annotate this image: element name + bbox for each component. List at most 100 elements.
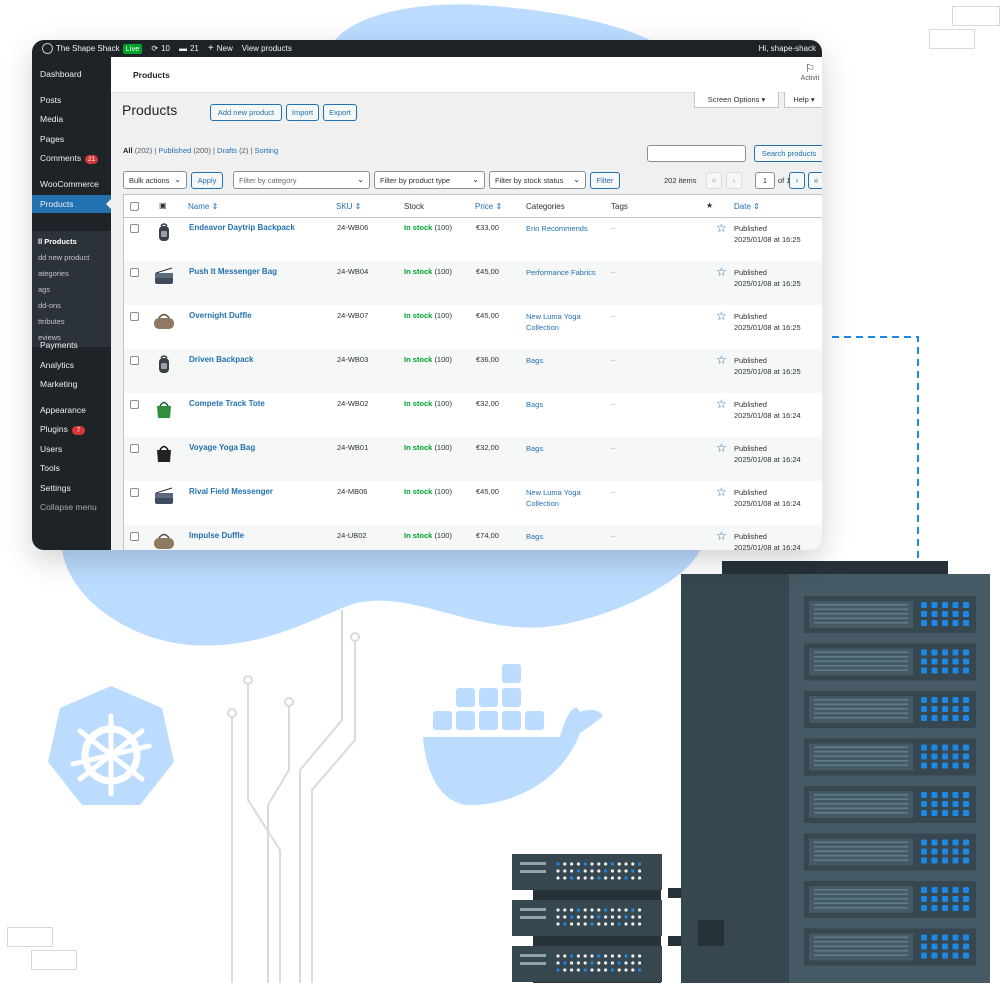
sidebar-item-woocommerce[interactable]: WooCommerce [32, 175, 111, 193]
new-content-link[interactable]: + New [208, 43, 233, 54]
column-name[interactable]: Name ⇕ [188, 202, 219, 211]
next-page-button[interactable]: › [789, 172, 805, 189]
chevron-down-icon: ⌄ [174, 175, 181, 184]
view-drafts[interactable]: Drafts [217, 146, 238, 155]
sidebar-item-posts[interactable]: Posts [32, 91, 111, 109]
search-products-button[interactable]: Search products [754, 145, 822, 162]
apply-button[interactable]: Apply [191, 172, 223, 189]
featured-star-icon[interactable]: ☆ [716, 529, 727, 543]
view-sorting[interactable]: Sorting [254, 146, 279, 155]
row-checkbox[interactable] [130, 532, 139, 541]
prev-page-button[interactable]: ‹ [726, 172, 742, 189]
featured-star-icon[interactable]: ☆ [716, 485, 727, 499]
row-checkbox[interactable] [130, 268, 139, 277]
view-all[interactable]: All [123, 146, 133, 155]
product-category-link[interactable]: Bags [526, 532, 544, 541]
row-checkbox[interactable] [130, 312, 139, 321]
search-input[interactable] [647, 145, 746, 162]
submenu-item[interactable]: dd-ons [38, 301, 61, 310]
sidebar-item-settings[interactable]: Settings [32, 479, 111, 497]
category-filter-select[interactable]: Filter by category ⌄ [233, 171, 370, 189]
sidebar-item-media[interactable]: Media [32, 110, 111, 128]
column-stock: Stock [404, 202, 425, 211]
row-checkbox[interactable] [130, 400, 139, 409]
last-page-button[interactable]: » [808, 172, 822, 189]
account-greeting[interactable]: Hi, shape-shack [758, 44, 816, 53]
column-price[interactable]: Price ⇕ [475, 202, 503, 211]
featured-star-icon[interactable]: ☆ [716, 397, 727, 411]
select-all-checkbox[interactable] [130, 202, 139, 211]
view-products-link[interactable]: View products [241, 44, 292, 53]
wordpress-icon[interactable] [42, 43, 53, 54]
column-sku[interactable]: SKU ⇕ [336, 202, 362, 211]
featured-star-icon[interactable]: ☆ [716, 353, 727, 367]
import-button[interactable]: Import [286, 104, 319, 121]
submenu-item[interactable]: ttributes [38, 317, 65, 326]
add-new-product-button[interactable]: Add new product [210, 104, 282, 121]
product-name-link[interactable]: Voyage Yoga Bag [189, 443, 256, 452]
sidebar-item-users[interactable]: Users [32, 440, 111, 458]
filter-button[interactable]: Filter [590, 172, 620, 189]
activity-button[interactable]: ⚐ Activit [795, 63, 822, 83]
product-category-link[interactable]: Bags [526, 400, 544, 409]
product-stock: In stock (100) [404, 355, 452, 364]
product-category-link[interactable]: Erin Recommends [526, 224, 588, 233]
row-checkbox[interactable] [130, 224, 139, 233]
sidebar-item-tools[interactable]: Tools [32, 459, 111, 477]
submenu-item[interactable]: ll Products [38, 237, 77, 246]
stock-status: In stock [404, 487, 433, 496]
product-name-link[interactable]: Driven Backpack [189, 355, 254, 364]
sidebar-item-appearance[interactable]: Appearance [32, 401, 111, 419]
admin-bar: The Shape Shack Live ⟳ 10 ▬ 21 + New Vie… [32, 40, 822, 57]
screen-options-button[interactable]: Screen Options ▾ [694, 92, 779, 108]
bulk-actions-select[interactable]: Bulk actions ⌄ [123, 171, 187, 189]
first-page-button[interactable]: « [706, 172, 722, 189]
row-checkbox[interactable] [130, 444, 139, 453]
submenu-item[interactable]: ags [38, 285, 51, 294]
row-checkbox[interactable] [130, 488, 139, 497]
featured-star-icon[interactable]: ☆ [716, 221, 727, 235]
export-button[interactable]: Export [323, 104, 357, 121]
help-button[interactable]: Help ▾ [784, 92, 822, 108]
featured-star-icon[interactable]: ☆ [716, 309, 727, 323]
updates-link[interactable]: ⟳ 10 [151, 44, 170, 53]
submenu-item[interactable]: dd new product [38, 253, 90, 262]
current-page-input[interactable]: 1 [755, 172, 775, 189]
sidebar-item-products[interactable]: Products [32, 195, 111, 213]
featured-star-icon[interactable]: ☆ [716, 265, 727, 279]
product-category-link[interactable]: New Luma Yoga Collection [526, 488, 581, 508]
product-category-link[interactable]: Performance Fabrics [526, 268, 596, 277]
product-category-link[interactable]: Bags [526, 356, 544, 365]
flag-icon: ⚐ [805, 63, 815, 75]
submenu-item[interactable]: eviews [38, 333, 61, 342]
product-category-link[interactable]: New Luma Yoga Collection [526, 312, 581, 332]
view-published[interactable]: Published [158, 146, 192, 155]
products-submenu: ll Products dd new product ategories ags dd-… [32, 231, 111, 347]
product-name-link[interactable]: Overnight Duffle [189, 311, 252, 320]
site-name-link[interactable]: The Shape Shack Live [56, 43, 143, 54]
column-featured[interactable]: ★ [706, 201, 714, 210]
product-name-link[interactable]: Compete Track Tote [189, 399, 265, 408]
featured-star-icon[interactable]: ☆ [716, 441, 727, 455]
product-name-link[interactable]: Endeavor Daytrip Backpack [189, 223, 295, 232]
stock-status: In stock [404, 443, 433, 452]
product-type-filter-select[interactable]: Filter by product type ⌄ [374, 171, 485, 189]
sidebar-item-collapse-menu[interactable]: Collapse menu [32, 498, 111, 516]
sidebar-item-pages[interactable]: Pages [32, 130, 111, 148]
sidebar-item-marketing[interactable]: Marketing [32, 375, 111, 393]
product-name-link[interactable]: Push It Messenger Bag [189, 267, 278, 276]
sidebar-item-dashboard[interactable]: Dashboard [32, 65, 111, 83]
stock-qty: (100) [434, 399, 452, 408]
sidebar-item-payments[interactable]: Payments [32, 336, 111, 354]
row-checkbox[interactable] [130, 356, 139, 365]
column-date[interactable]: Date ⇕ [734, 202, 760, 211]
sidebar-item-analytics[interactable]: Analytics [32, 356, 111, 374]
submenu-item[interactable]: ategories [38, 269, 69, 278]
product-name-link[interactable]: Rival Field Messenger [189, 487, 274, 496]
product-category-link[interactable]: Bags [526, 444, 544, 453]
stock-status-filter-select[interactable]: Filter by stock status ⌄ [489, 171, 586, 189]
comments-link[interactable]: ▬ 21 [179, 44, 199, 53]
product-name-link[interactable]: Impulse Duffle [189, 531, 245, 540]
